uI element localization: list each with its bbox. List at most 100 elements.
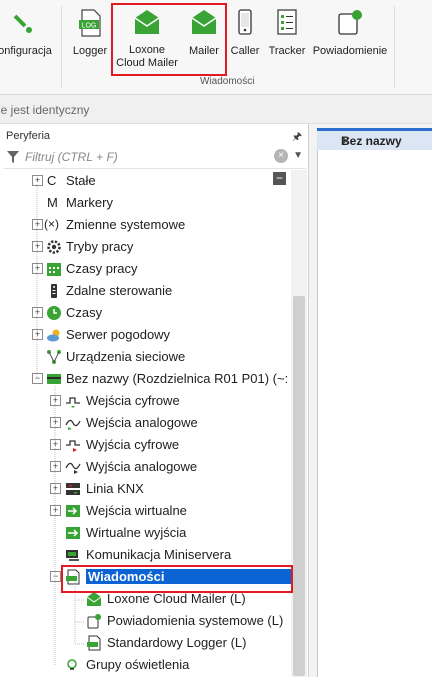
tree-item-wiadomosci[interactable]: − Wiadomości: [0, 566, 292, 588]
tree-scrollbar[interactable]: [291, 170, 307, 677]
caller-label: Caller: [230, 45, 260, 57]
tree-item-label: Tryby pracy: [66, 239, 134, 254]
tree-item-zdalne-sterowanie[interactable]: Zdalne sterowanie: [0, 280, 292, 302]
phone-icon: [238, 9, 252, 35]
messages-icon: [66, 569, 80, 585]
konfiguracja-button[interactable]: onfiguracja: [0, 6, 56, 72]
tree-item-label: Powiadomienia systemowe (L): [107, 613, 284, 628]
tree-item-wejscia-cyfrowe[interactable]: + Wejścia cyfrowe: [0, 390, 292, 412]
clear-filter-icon[interactable]: ×: [274, 149, 288, 163]
tracker-button[interactable]: Tracker: [266, 6, 308, 72]
constant-icon: C: [47, 173, 57, 188]
analog-input-icon: [65, 419, 81, 430]
ribbon-separator: [61, 6, 62, 88]
tree-item-tryby-pracy[interactable]: + Tryby pracy: [0, 236, 292, 258]
tree-item-stale[interactable]: + C Stałe: [0, 170, 292, 192]
expand-icon[interactable]: +: [32, 329, 43, 340]
collapse-icon[interactable]: −: [50, 571, 61, 582]
network-icon: [47, 350, 61, 364]
filter-box[interactable]: Filtruj (CTRL + F) × ▼: [4, 146, 306, 169]
knx-icon: [66, 483, 80, 495]
virtual-input-icon: [66, 505, 80, 517]
collapse-icon[interactable]: −: [32, 373, 43, 384]
expand-icon[interactable]: +: [32, 175, 43, 186]
expand-icon[interactable]: +: [50, 483, 61, 494]
caller-button[interactable]: Caller: [228, 6, 262, 72]
weather-icon: [47, 329, 60, 342]
mailer-label: Mailer: [189, 45, 219, 57]
tree-item-label: Markery: [66, 195, 113, 210]
periphery-tree: + C Stałe M Markery + (×) Zmienne system…: [0, 170, 292, 677]
info-bar: ie jest identyczny: [0, 95, 432, 124]
tree-item-wyjscia-cyfrowe[interactable]: + Wyjścia cyfrowe: [0, 434, 292, 456]
tab-label: Bez nazwy: [341, 134, 402, 148]
logger-badge: LOG: [82, 23, 97, 30]
tree-item-linia-knx[interactable]: + Linia KNX: [0, 478, 292, 500]
digital-input-icon: [66, 397, 80, 408]
chevron-down-icon[interactable]: ▼: [293, 150, 303, 161]
filter-input[interactable]: Filtruj (CTRL + F): [25, 150, 118, 164]
close-icon[interactable]: ✕: [341, 134, 352, 148]
editor-canvas[interactable]: [317, 150, 432, 677]
tree-item-komunikacja-miniservera[interactable]: Komunikacja Miniservera: [0, 544, 292, 566]
tree-item-urzadzenia-sieciowe[interactable]: Urządzenia sieciowe: [0, 346, 292, 368]
tree-item-label: Serwer pogodowy: [66, 327, 171, 342]
logger-icon: LOG: [79, 9, 101, 37]
tree-item-label: Wejścia wirtualne: [86, 503, 187, 518]
expand-icon[interactable]: +: [32, 241, 43, 252]
expand-icon[interactable]: +: [32, 307, 43, 318]
tree-item-powiadomienia-systemowe[interactable]: Powiadomienia systemowe (L): [0, 610, 292, 632]
expand-icon[interactable]: +: [50, 417, 61, 428]
tree-item-serwer-pogodowy[interactable]: + Serwer pogodowy: [0, 324, 292, 346]
tree-item-wirtualne-wyjscia[interactable]: Wirtualne wyjścia: [0, 522, 292, 544]
pin-icon[interactable]: 🖈: [291, 131, 302, 143]
tree-item-grupy-oswietlenia[interactable]: Grupy oświetlenia: [0, 654, 292, 676]
tree-item-loxone-cloud-mailer[interactable]: Loxone Cloud Mailer (L): [0, 588, 292, 610]
tree-item-label: Wejścia analogowe: [86, 415, 198, 430]
tree-item-czasy-pracy[interactable]: + Czasy pracy: [0, 258, 292, 280]
tab-bez-nazwy[interactable]: Bez nazwy ✕: [317, 128, 432, 150]
tree-item-wejscia-analogowe[interactable]: + Wejścia analogowe: [0, 412, 292, 434]
mailer-button[interactable]: Mailer: [182, 6, 226, 72]
tree-item-label: Zdalne sterowanie: [66, 283, 173, 298]
tree-item-zmienne-systemowe[interactable]: + (×) Zmienne systemowe: [0, 214, 292, 236]
tree-item-label: Grupy oświetlenia: [86, 657, 190, 672]
tree-item-wejscia-wirtualne[interactable]: + Wejścia wirtualne: [0, 500, 292, 522]
tree-item-label: Wyjścia cyfrowe: [86, 437, 180, 452]
periphery-panel: Peryferia 🖈 Filtruj (CTRL + F) × ▼ + C S…: [0, 124, 309, 677]
tracker-label: Tracker: [268, 45, 306, 57]
loxone-cloud-mailer-label: Loxone Cloud Mailer: [116, 44, 178, 69]
tree-item-label: Czasy pracy: [66, 261, 138, 276]
marker-icon: M: [47, 195, 58, 210]
miniserver-icon: [47, 374, 61, 384]
tree-item-label: Stałe: [66, 173, 96, 188]
expand-icon[interactable]: +: [32, 219, 43, 230]
tree-item-markery[interactable]: M Markery: [0, 192, 292, 214]
analog-output-icon: [65, 462, 81, 474]
info-text: ie jest identyczny: [0, 103, 90, 117]
tree-item-standardowy-logger[interactable]: Standardowy Logger (L): [0, 632, 292, 654]
powiadomienie-button[interactable]: Powiadomienie: [310, 6, 390, 72]
logger-icon: [87, 635, 101, 651]
tree-item-label: Standardowy Logger (L): [107, 635, 247, 650]
tree-item-czasy[interactable]: + Czasy: [0, 302, 292, 324]
panel-title: Peryferia: [6, 130, 51, 142]
collapse-all-button[interactable]: −: [273, 172, 286, 185]
scrollbar-thumb[interactable]: [293, 296, 305, 676]
expand-icon[interactable]: +: [32, 263, 43, 274]
powiadomienie-label: Powiadomienie: [312, 45, 388, 57]
logger-button[interactable]: LOG Logger: [69, 6, 111, 72]
tree-item-label: Urządzenia sieciowe: [66, 349, 186, 364]
expand-icon[interactable]: +: [50, 395, 61, 406]
loxone-cloud-mailer-button[interactable]: Loxone Cloud Mailer: [112, 6, 182, 72]
tree-item-label: Bez nazwy (Rozdzielnica R01 P01) (~:: [66, 371, 289, 386]
ribbon-toolbar: onfiguracja LOG Logger Loxone Cloud Mail…: [0, 0, 432, 95]
notification-icon: [338, 10, 362, 35]
editor-pane: Bez nazwy ✕: [309, 124, 432, 677]
tree-item-miniserver[interactable]: − Bez nazwy (Rozdzielnica R01 P01) (~:: [0, 368, 292, 390]
expand-icon[interactable]: +: [50, 505, 61, 516]
expand-icon[interactable]: +: [50, 461, 61, 472]
tree-item-label: Czasy: [66, 305, 103, 320]
expand-icon[interactable]: +: [50, 439, 61, 450]
tree-item-wyjscia-analogowe[interactable]: + Wyjścia analogowe: [0, 456, 292, 478]
